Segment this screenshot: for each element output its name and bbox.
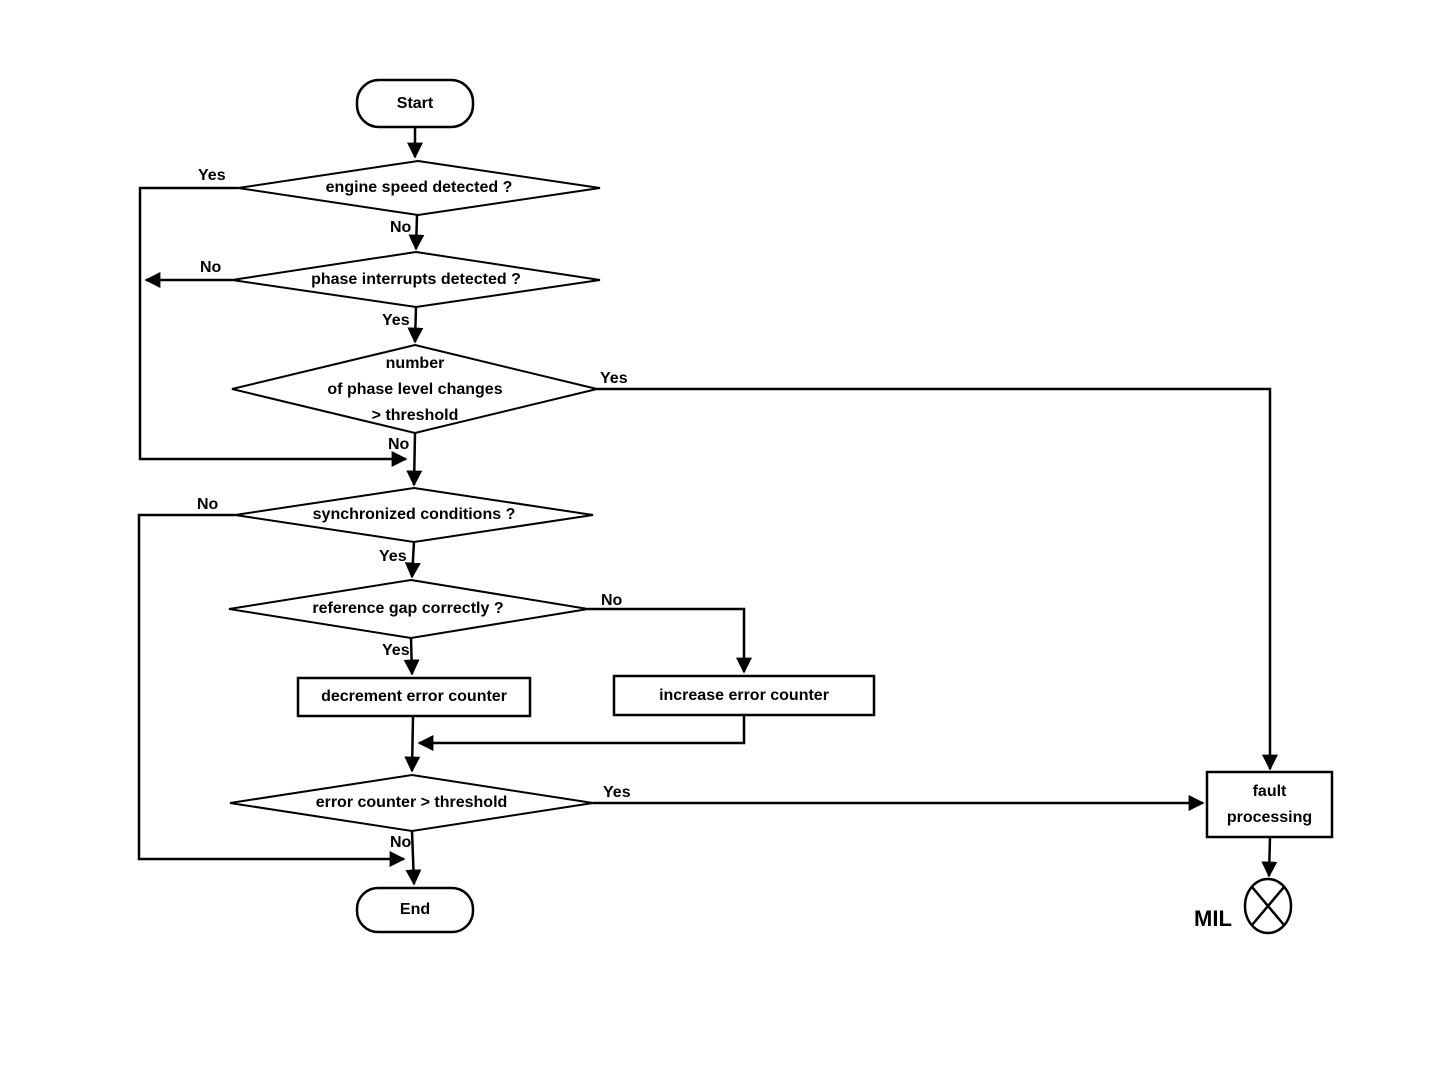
edge-synchronized-yes — [404, 541, 421, 579]
mil-indicator-icon — [1243, 877, 1293, 935]
decision-reference-gap-shape — [228, 578, 589, 640]
start-terminator-shape — [355, 78, 475, 129]
edge-increase-to-merge — [417, 715, 746, 752]
edge-phase-interrupts-yes — [407, 306, 424, 344]
decision-phase-level-changes-shape — [231, 343, 598, 435]
decision-engine-speed-shape — [237, 159, 601, 217]
decision-synchronized-shape — [234, 486, 594, 544]
edge-phase-level-no — [406, 432, 423, 487]
mil-cross-line-2 — [1251, 886, 1285, 926]
decision-error-counter-shape — [229, 773, 594, 833]
edge-reference-gap-yes — [403, 637, 420, 676]
edge-fault-to-mil — [1261, 836, 1278, 878]
edge-error-counter-no-to-end — [405, 830, 422, 886]
edge-phase-level-yes-to-fault — [597, 387, 1279, 771]
decision-phase-interrupts-shape — [231, 250, 601, 309]
edge-decrement-to-error-counter — [404, 715, 421, 773]
edge-reference-gap-no — [588, 607, 753, 674]
edge-synchronized-no-rail — [137, 513, 406, 868]
process-increase-shape — [612, 674, 876, 717]
end-terminator-shape — [355, 886, 475, 934]
process-decrement-shape — [296, 676, 532, 718]
edge-engine-speed-yes-rail — [138, 186, 408, 468]
process-fault-shape — [1205, 770, 1334, 839]
edge-engine-speed-no — [408, 214, 425, 251]
